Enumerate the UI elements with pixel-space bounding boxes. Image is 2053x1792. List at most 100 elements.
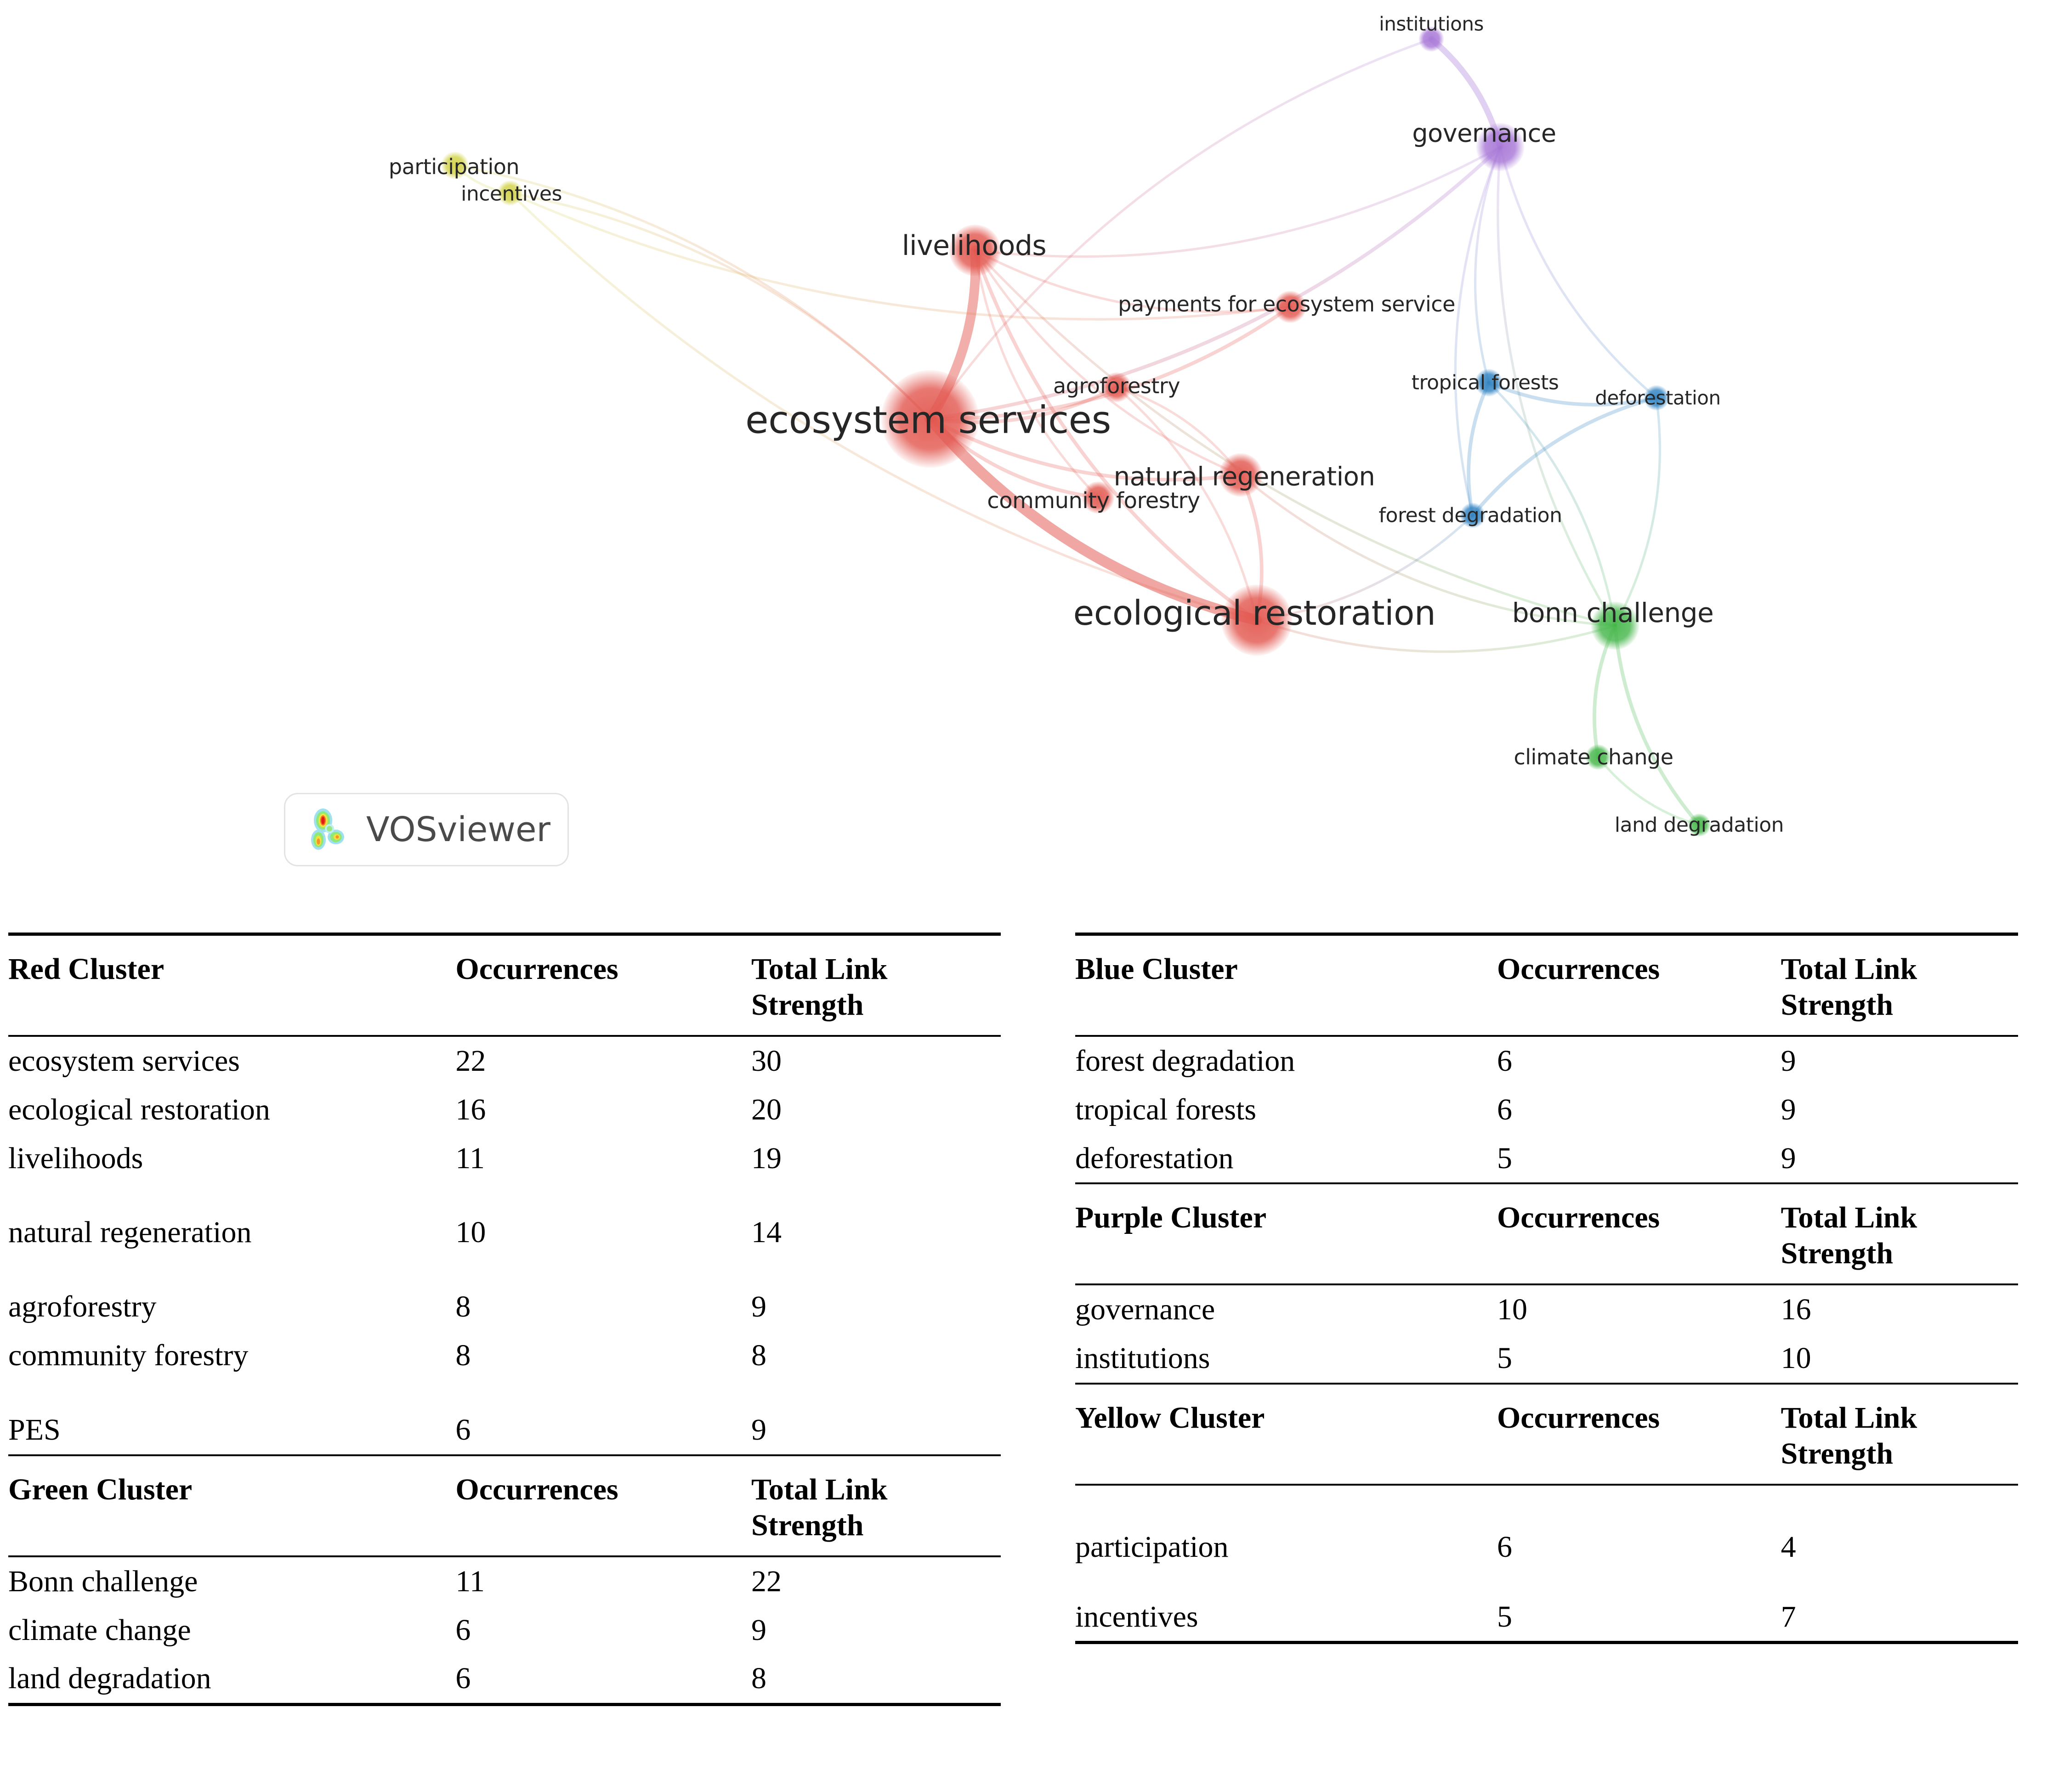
network-edge — [1454, 146, 1502, 517]
total-link-strength-cell: 22 — [751, 1564, 782, 1598]
term-cell: agroforestry — [8, 1290, 157, 1324]
occurrences-cell: 16 — [455, 1092, 486, 1126]
rule-cell — [455, 1703, 751, 1707]
network-edge — [1613, 624, 1701, 827]
network-node-payments-for-ecosystem-service[interactable] — [1274, 291, 1306, 323]
network-edge — [1471, 396, 1658, 517]
occurrences-cell: 6 — [455, 1413, 471, 1447]
network-edge — [974, 249, 1616, 627]
occurrences-cell: 11 — [455, 1564, 485, 1598]
occurrences-cell: 10 — [1497, 1293, 1527, 1327]
network-edge — [1497, 146, 1616, 627]
total-link-strength-cell: 9 — [1781, 1141, 1796, 1175]
network-edge — [1597, 756, 1701, 826]
vosviewer-badge-label: VOSviewer — [366, 810, 550, 849]
network-edge — [974, 249, 1100, 499]
total-link-strength-cell: 4 — [1781, 1530, 1796, 1564]
network-edge — [1474, 146, 1502, 384]
cluster-header: Blue Cluster — [1075, 932, 1497, 1036]
network-node-governance[interactable] — [1476, 123, 1525, 171]
network-node-livelihoods[interactable] — [949, 224, 1001, 277]
cluster-header: Yellow Cluster — [1075, 1382, 1497, 1485]
network-node-ecosystem-services[interactable] — [881, 370, 979, 468]
term-cell: tropical forests — [1075, 1092, 1257, 1126]
occurrences-cell: 22 — [455, 1044, 486, 1078]
network-edge — [974, 146, 1502, 258]
occurrences-header: Occurrences — [455, 932, 751, 1036]
occurrences-cell: 5 — [1497, 1600, 1512, 1634]
occurrences-header: Occurrences — [1497, 1182, 1781, 1285]
network-edge — [929, 38, 1433, 420]
table-row: Bonn challenge 11 22 — [8, 1557, 1001, 1606]
network-node-incentives[interactable] — [497, 180, 523, 206]
network-node-deforestation[interactable] — [1644, 385, 1669, 411]
network-edge — [509, 192, 931, 420]
network-node-label-payments-for-ecosystem-service: payments for ecosystem service — [1118, 292, 1455, 317]
network-node-community-forestry[interactable] — [1082, 481, 1114, 514]
rule-cell — [8, 1703, 456, 1707]
total-link-strength-cell: 10 — [1781, 1341, 1811, 1375]
network-edge — [509, 192, 1258, 622]
term-cell: community forestry — [8, 1339, 249, 1373]
vosviewer-badge[interactable]: VOSviewer — [284, 793, 569, 866]
network-node-label-governance: governance — [1412, 119, 1556, 148]
occurrences-cell: 8 — [455, 1290, 471, 1324]
rule-cell — [751, 1703, 1001, 1707]
term-cell: ecological restoration — [8, 1092, 270, 1126]
network-node-participation[interactable] — [441, 152, 469, 179]
table-bottom-rule — [8, 1703, 1001, 1707]
occurrences-cell: 6 — [1497, 1530, 1512, 1564]
network-node-label-climate-change: climate change — [1514, 745, 1673, 769]
term-cell: Bonn challenge — [8, 1564, 198, 1598]
occurrences-header: Occurrences — [1497, 1382, 1781, 1485]
occurrences-cell: 8 — [455, 1339, 471, 1373]
network-node-bonn-challenge[interactable] — [1591, 601, 1639, 650]
network-node-tropical-forests[interactable] — [1475, 369, 1503, 396]
network-node-ecological-restoration[interactable] — [1221, 584, 1293, 656]
term-cell: ecosystem services — [8, 1044, 240, 1078]
occurrences-cell: 5 — [1497, 1341, 1512, 1375]
term-cell: climate change — [8, 1613, 191, 1647]
total-link-strength-cell: 30 — [751, 1044, 782, 1078]
term-cell: deforestation — [1075, 1141, 1234, 1175]
network-edge — [1499, 146, 1658, 399]
network-node-label-ecosystem-services: ecosystem services — [745, 398, 1111, 442]
term-cell: forest degradation — [1075, 1044, 1295, 1078]
total-link-strength-cell: 8 — [751, 1662, 766, 1696]
total-link-strength-cell: 14 — [751, 1215, 782, 1249]
network-edge — [974, 249, 1242, 476]
total-link-strength-cell: 8 — [751, 1339, 766, 1373]
network-node-agroforestry[interactable] — [1101, 372, 1132, 402]
network-node-label-incentives: incentives — [461, 182, 562, 206]
network-node-natural-regeneration[interactable] — [1219, 453, 1263, 497]
network-node-label-participation: participation — [388, 154, 520, 179]
network-edge — [1467, 381, 1491, 517]
network-node-forest-degradation[interactable] — [1460, 503, 1486, 528]
network-edge — [1255, 619, 1616, 653]
network-edge — [1239, 474, 1616, 627]
occurrences-cell: 6 — [1497, 1044, 1512, 1078]
term-cell: livelihoods — [8, 1141, 143, 1175]
network-node-climate-change[interactable] — [1585, 744, 1611, 770]
network-node-label-agroforestry: agroforestry — [1053, 373, 1180, 398]
table-row: ecosystem services 22 30 — [8, 1037, 1001, 1085]
total-link-strength-cell: 16 — [1781, 1293, 1811, 1327]
network-node-land-degradation[interactable] — [1688, 814, 1711, 837]
network-node-institutions[interactable] — [1418, 26, 1444, 52]
rule-cell — [1497, 1641, 1781, 1645]
term-cell: natural regeneration — [8, 1215, 252, 1249]
network-node-label-deforestation: deforestation — [1595, 386, 1721, 409]
term-cell: PES — [8, 1413, 61, 1447]
